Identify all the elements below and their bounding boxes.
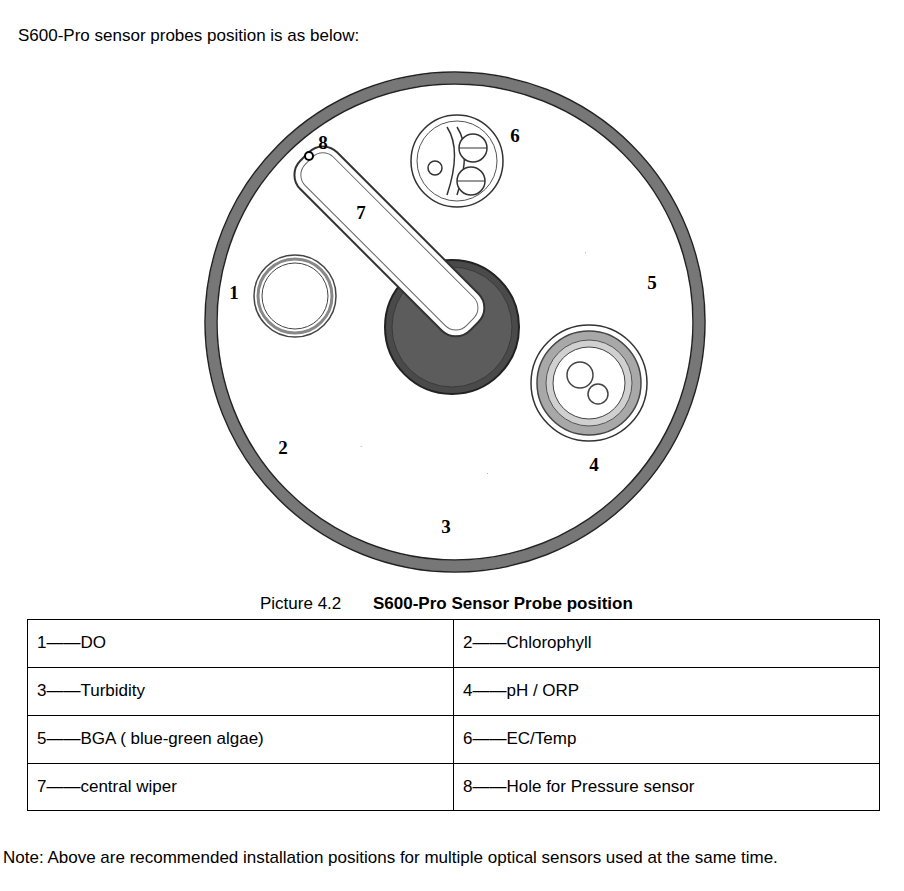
callout-number: 4 [589, 454, 599, 477]
table-cell: 2——Chlorophyll [463, 633, 592, 653]
page-heading: S600-Pro sensor probes position is as be… [18, 26, 359, 46]
table-cell: 1——DO [37, 633, 106, 653]
callout-number: 3 [441, 516, 451, 539]
figure-number: Picture 4.2 [260, 594, 341, 614]
callout-number: 8 [318, 132, 328, 155]
callout-number: 6 [510, 125, 520, 148]
table-cell: 5——BGA ( blue-green algae) [37, 729, 264, 749]
callout-number: 5 [647, 272, 657, 295]
figure-caption: S600-Pro Sensor Probe position [373, 594, 633, 614]
table-cell: 7——central wiper [37, 777, 177, 797]
callout-number: 2 [278, 437, 288, 460]
table-cell: 3——Turbidity [37, 681, 145, 701]
table-cell: 4——pH / ORP [463, 681, 579, 701]
callout-number: 1 [229, 282, 239, 305]
note-text: Note: Above are recommended installation… [3, 848, 778, 868]
callout-number: 7 [356, 202, 366, 225]
table-cell: 8——Hole for Pressure sensor [463, 777, 694, 797]
table-cell: 6——EC/Temp [463, 729, 576, 749]
